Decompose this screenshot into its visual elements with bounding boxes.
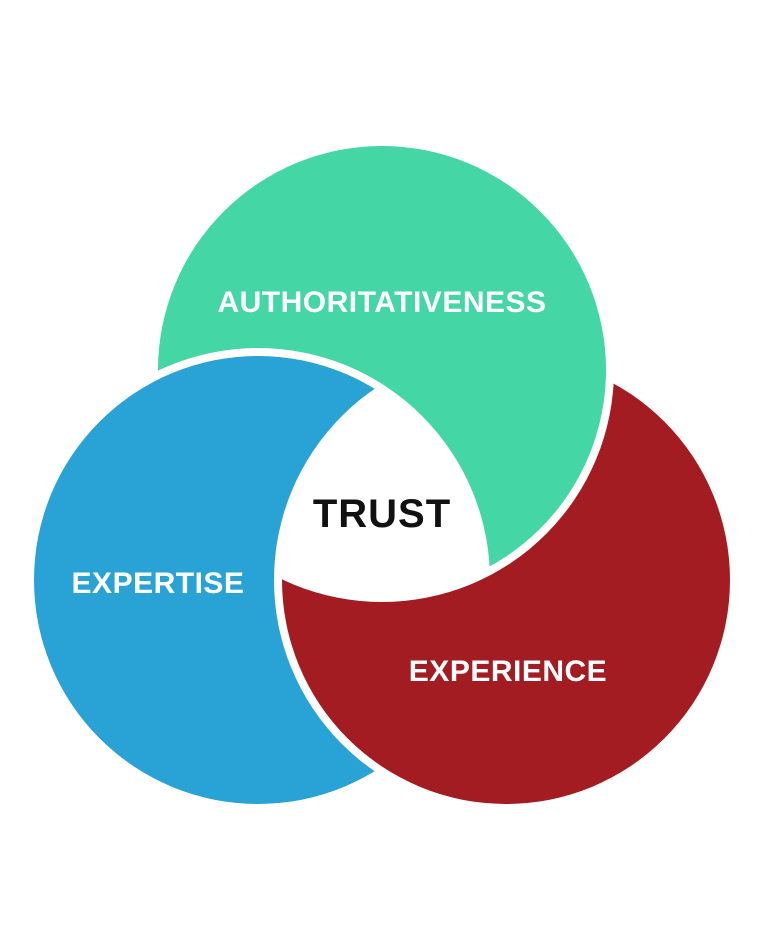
- authoritativeness-label: AUTHORITATIVENESS: [217, 286, 546, 319]
- trust-label: TRUST: [313, 492, 451, 536]
- experience-circle: [282, 356, 730, 804]
- expertise-label: EXPERTISE: [72, 567, 245, 600]
- experience-label: EXPERIENCE: [409, 655, 607, 688]
